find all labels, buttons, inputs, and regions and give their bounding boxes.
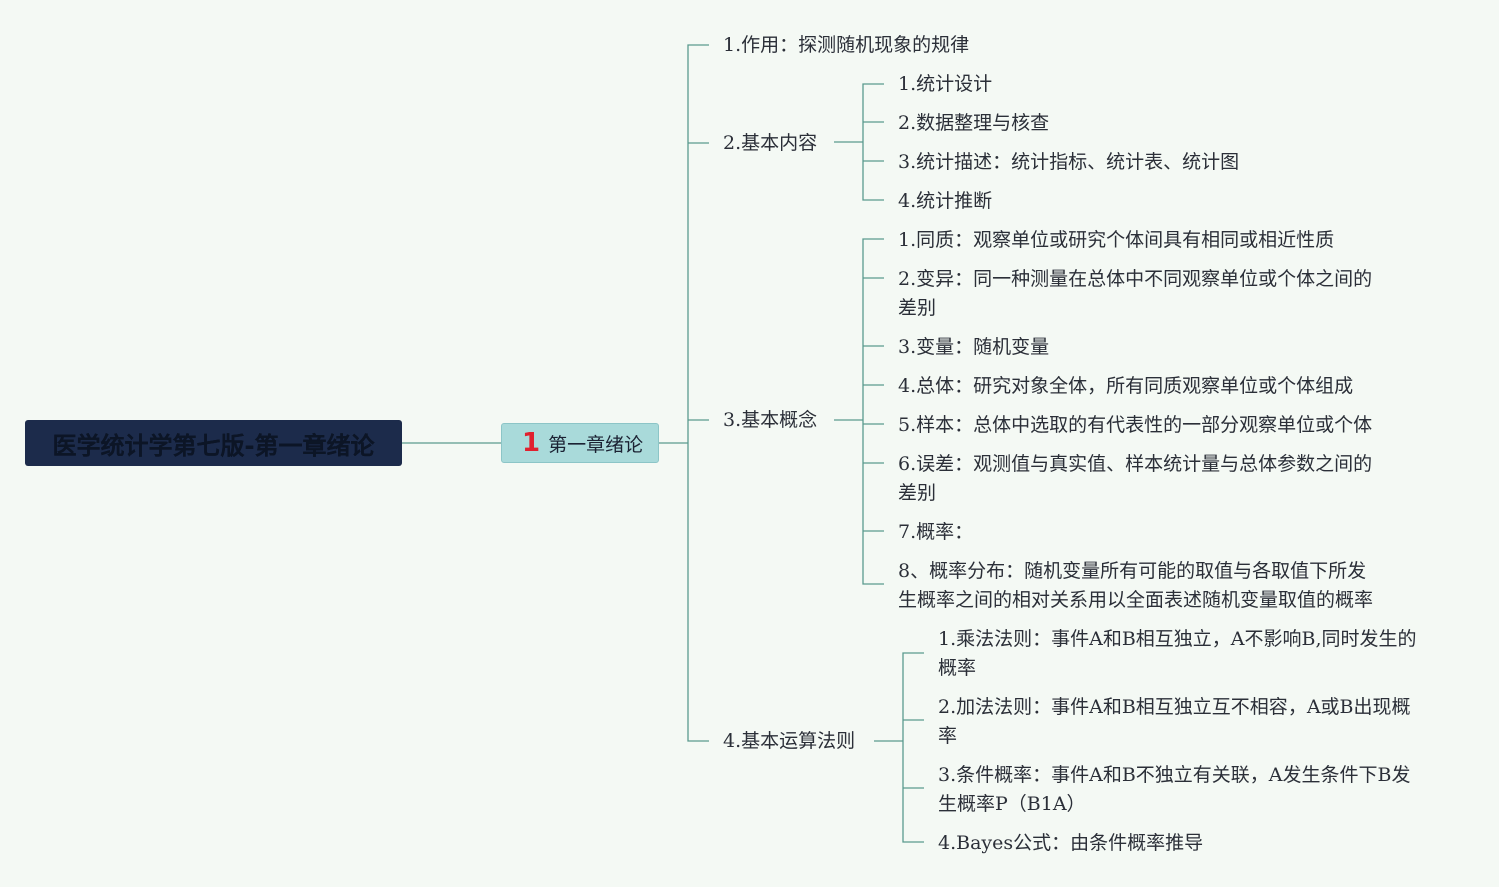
branch-label: 3.基本概念 (723, 409, 818, 431)
chapter-label: 第一章绪论 (548, 433, 644, 456)
leaf-topic[interactable]: 1.同质：观察单位或研究个体间具有相同或相近性质 (898, 229, 1335, 251)
leaf-topic[interactable]: 1.统计设计 (898, 73, 993, 95)
leaf-topic[interactable]: 2.变异：同一种测量在总体中不同观察单位或个体之间的 差别 (898, 268, 1373, 319)
branch-label: 1.作用：探测随机现象的规律 (723, 34, 970, 56)
branch-label: 4.基本运算法则 (723, 730, 856, 752)
children-bracket (902, 652, 924, 843)
root-topic[interactable]: 医学统计学第七版-第一章绪论 (25, 420, 402, 466)
leaf-topic[interactable]: 4.统计推断 (898, 190, 993, 212)
leaf-topic[interactable]: 3.统计描述：统计指标、统计表、统计图 (898, 151, 1240, 173)
branch-operation-rules[interactable]: 4.基本运算法则 (723, 727, 855, 756)
children-bracket (862, 238, 884, 585)
leaf-topic[interactable]: 3.条件概率：事件A和B不独立有关联，A发生条件下B发 生概率P（B1A） (938, 764, 1411, 815)
leaf-topic[interactable]: 4.Bayes公式：由条件概率推导 (938, 832, 1204, 854)
leaf-topic[interactable]: 7.概率： (898, 521, 974, 543)
leaf-topic[interactable]: 1.乘法法则：事件A和B相互独立，A不影响B,同时发生的 概率 (938, 628, 1417, 679)
leaf-topic[interactable]: 4.总体：研究对象全体，所有同质观察单位或个体组成 (898, 375, 1354, 397)
branch-basic-concepts[interactable]: 3.基本概念 (723, 406, 817, 435)
children-bracket (862, 83, 884, 201)
level2-bracket (687, 44, 709, 742)
leaf-topic[interactable]: 3.变量：随机变量 (898, 336, 1050, 358)
root-title: 医学统计学第七版-第一章绪论 (52, 431, 375, 460)
leaf-topic[interactable]: 2.数据整理与核查 (898, 112, 1050, 134)
chapter-number: 1 (522, 428, 541, 458)
branch-label: 2.基本内容 (723, 132, 818, 154)
branch-function[interactable]: 1.作用：探测随机现象的规律 (723, 31, 969, 60)
leaf-topic[interactable]: 6.误差：观测值与真实值、样本统计量与总体参数之间的 差别 (898, 453, 1373, 504)
leaf-topic[interactable]: 5.样本：总体中选取的有代表性的一部分观察单位或个体 (898, 414, 1373, 436)
chapter-topic[interactable]: 1 第一章绪论 (501, 423, 659, 463)
leaf-topic[interactable]: 8、概率分布：随机变量所有可能的取值与各取值下所发 生概率之间的相对关系用以全面… (898, 560, 1374, 611)
branch-basic-content[interactable]: 2.基本内容 (723, 129, 817, 158)
leaf-topic[interactable]: 2.加法法则：事件A和B相互独立互不相容，A或B出现概 率 (938, 696, 1411, 747)
